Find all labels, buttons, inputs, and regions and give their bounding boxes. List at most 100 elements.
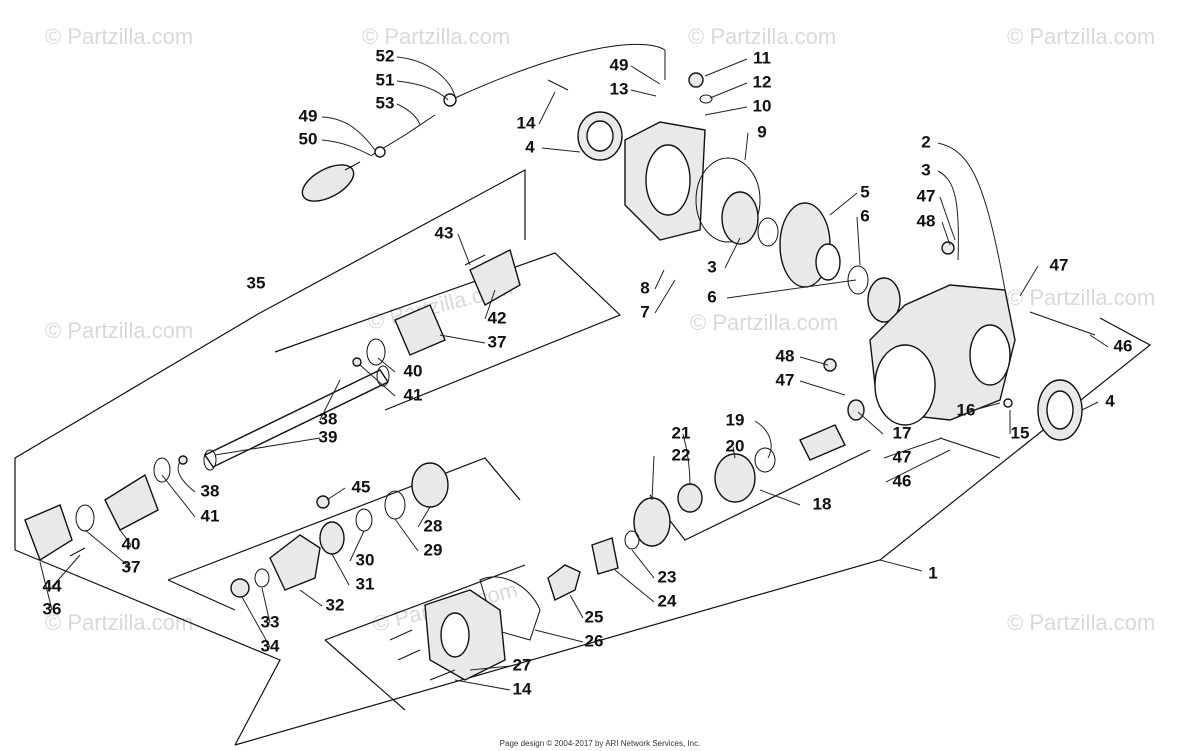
callout-label: 9 (757, 122, 766, 141)
seal-part (319, 521, 345, 555)
clip-part (443, 93, 457, 107)
callout-label: 48 (776, 346, 795, 365)
bolt-part (397, 649, 421, 661)
cable-end (344, 114, 436, 171)
callout-label: 46 (893, 471, 912, 490)
callout-label: 37 (122, 557, 141, 576)
callout-label: 22 (672, 445, 691, 464)
callout-label: 37 (488, 332, 507, 351)
washer-part (254, 568, 270, 588)
bolt-part (464, 254, 486, 266)
callout-label: 20 (726, 436, 745, 455)
clip-part (178, 455, 188, 465)
nut-part (230, 578, 250, 598)
callout-label: 48 (917, 211, 936, 230)
callout-label: 36 (43, 599, 62, 618)
seal-inner (1046, 390, 1074, 430)
coupler-part (104, 473, 159, 531)
bearing-part (411, 462, 449, 508)
parts (24, 43, 1096, 681)
callout-label: 47 (776, 370, 795, 389)
flange-part (24, 504, 73, 562)
snap-ring (384, 490, 406, 520)
callout-label: 14 (513, 679, 532, 698)
cable (454, 43, 666, 99)
footer-copyright: Page design © 2004-2017 by ARI Network S… (500, 739, 701, 748)
callout-label: 52 (376, 46, 395, 65)
watermark: © Partzilla.com (45, 24, 193, 49)
callout-label: 8 (640, 278, 649, 297)
watermark: © Partzilla.com (45, 610, 193, 635)
callout-label: 13 (610, 79, 629, 98)
callout-label: 25 (585, 607, 604, 626)
callout-label: 4 (525, 137, 535, 156)
callout-label: 17 (893, 423, 912, 442)
oring-part (695, 157, 761, 243)
callout-label: 38 (319, 409, 338, 428)
snap-ring (75, 504, 95, 532)
bolt-part (1029, 311, 1096, 336)
bearing-part (847, 399, 865, 421)
callout-label: 28 (424, 516, 443, 535)
watermark: © Partzilla.com (45, 318, 193, 343)
nut-part (688, 72, 704, 88)
shim-part (624, 530, 640, 550)
callout-label: 53 (376, 93, 395, 112)
flange-part (469, 248, 521, 306)
callout-label: 40 (404, 361, 423, 380)
bolt-part (939, 437, 1001, 459)
watermark: © Partzilla.com (1007, 24, 1155, 49)
shim-part (847, 265, 869, 295)
shaft-part (547, 564, 581, 601)
snap-ring (366, 338, 386, 366)
shim-part (757, 217, 779, 247)
callout-label: 14 (517, 113, 536, 132)
watermark: © Partzilla.com (690, 310, 838, 335)
callout-label: 50 (299, 129, 318, 148)
callout-label: 49 (299, 106, 318, 125)
nut-part (316, 495, 330, 509)
callout-label: 47 (917, 186, 936, 205)
bolt-part (69, 547, 86, 557)
plug-part (1003, 398, 1013, 408)
callout-label: 47 (893, 447, 912, 466)
callout-label: 6 (860, 206, 869, 225)
callout-label: 3 (707, 257, 716, 276)
callout-label: 42 (488, 308, 507, 327)
bolt-part (547, 79, 569, 91)
bearing-part (721, 191, 759, 245)
leader-lines (39, 56, 1109, 691)
snap-ring (153, 457, 171, 483)
callout-label: 49 (610, 55, 629, 74)
callout-label: 1 (928, 563, 937, 582)
callout-label: 19 (726, 410, 745, 429)
callout-label: 41 (201, 506, 220, 525)
cover-bore (645, 144, 691, 216)
seal-inner (586, 120, 614, 152)
callout-label: 45 (352, 477, 371, 496)
callout-label: 51 (376, 70, 395, 89)
callout-label: 33 (261, 612, 280, 631)
callout-label: 35 (247, 273, 266, 292)
callout-label: 40 (122, 534, 141, 553)
callout-label: 26 (585, 631, 604, 650)
callout-label: 41 (404, 385, 423, 404)
callout-label: 5 (860, 182, 869, 201)
bearing-part (714, 453, 756, 503)
watermark: © Partzilla.com (1007, 610, 1155, 635)
callout-label: 10 (753, 96, 772, 115)
callout-label: 43 (435, 223, 454, 242)
gasket-part (479, 576, 541, 641)
callout-label: 3 (921, 160, 930, 179)
coupler-part (394, 304, 446, 356)
ring-gear-hub (815, 243, 841, 281)
callout-label: 38 (201, 481, 220, 500)
callout-label: 4 (1105, 391, 1115, 410)
callout-label: 39 (319, 427, 338, 446)
bolt-part (429, 669, 456, 681)
spacer-part (677, 483, 703, 513)
callout-label: 2 (921, 132, 930, 151)
nut-part (941, 241, 955, 255)
clip-part (374, 146, 386, 158)
